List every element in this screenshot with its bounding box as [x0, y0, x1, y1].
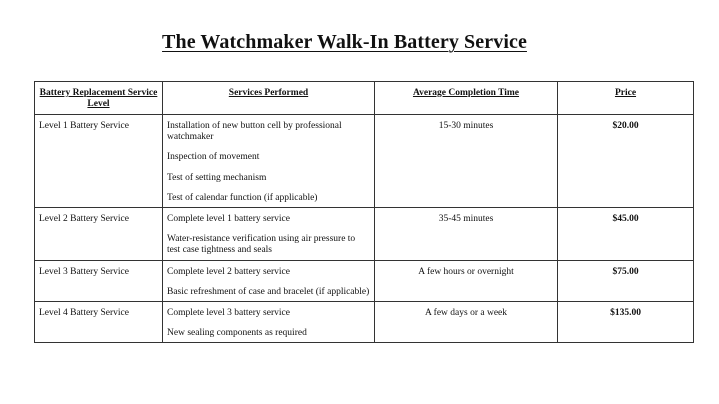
header-completion-time: Average Completion Time — [374, 81, 558, 115]
table-row: Level 1 Battery Service Installation of … — [34, 113, 694, 209]
header-services-performed: Services Performed — [162, 81, 375, 115]
cell-completion-time: 15-30 minutes — [374, 113, 558, 209]
cell-price: $45.00 — [557, 207, 694, 261]
cell-service-level: Level 1 Battery Service — [34, 113, 163, 209]
header-price: Price — [557, 81, 694, 115]
header-service-level: Battery Replacement Service Level — [34, 81, 163, 115]
page-title: The Watchmaker Walk-In Battery Service — [162, 31, 527, 53]
service-item: Water-resistance verification using air … — [167, 234, 356, 256]
cell-completion-time: 35-45 minutes — [374, 207, 558, 261]
service-item: Complete level 2 battery service — [167, 266, 290, 277]
table-header-row: Battery Replacement Service Level Servic… — [34, 81, 694, 115]
service-item: New sealing components as required — [167, 328, 307, 339]
cell-service-level: Level 3 Battery Service — [34, 259, 163, 303]
cell-services-performed: Complete level 2 battery service Basic r… — [162, 259, 375, 303]
cell-completion-time: A few hours or overnight — [374, 259, 558, 303]
service-item: Complete level 3 battery service — [167, 308, 290, 319]
service-item: Test of calendar function (if applicable… — [167, 192, 318, 203]
cell-price: $20.00 — [557, 113, 694, 209]
table-row: Level 3 Battery Service Complete level 2… — [34, 259, 694, 303]
table-row: Level 2 Battery Service Complete level 1… — [34, 207, 694, 261]
service-item: Complete level 1 battery service — [167, 214, 290, 225]
service-item: Basic refreshment of case and bracelet (… — [167, 286, 370, 297]
service-item: Installation of new button cell by profe… — [167, 121, 342, 143]
service-item: Inspection of movement — [167, 152, 260, 163]
table-row: Level 4 Battery Service Complete level 3… — [34, 301, 694, 344]
cell-price: $135.00 — [557, 301, 694, 344]
cell-service-level: Level 2 Battery Service — [34, 207, 163, 261]
cell-services-performed: Complete level 1 battery service Water-r… — [162, 207, 375, 261]
cell-service-level: Level 4 Battery Service — [34, 301, 163, 344]
cell-services-performed: Complete level 3 battery service New sea… — [162, 301, 375, 344]
cell-services-performed: Installation of new button cell by profe… — [162, 113, 375, 209]
cell-completion-time: A few days or a week — [374, 301, 558, 344]
cell-price: $75.00 — [557, 259, 694, 303]
service-table: Battery Replacement Service Level Servic… — [34, 81, 694, 344]
service-item: Test of setting mechanism — [167, 172, 267, 183]
